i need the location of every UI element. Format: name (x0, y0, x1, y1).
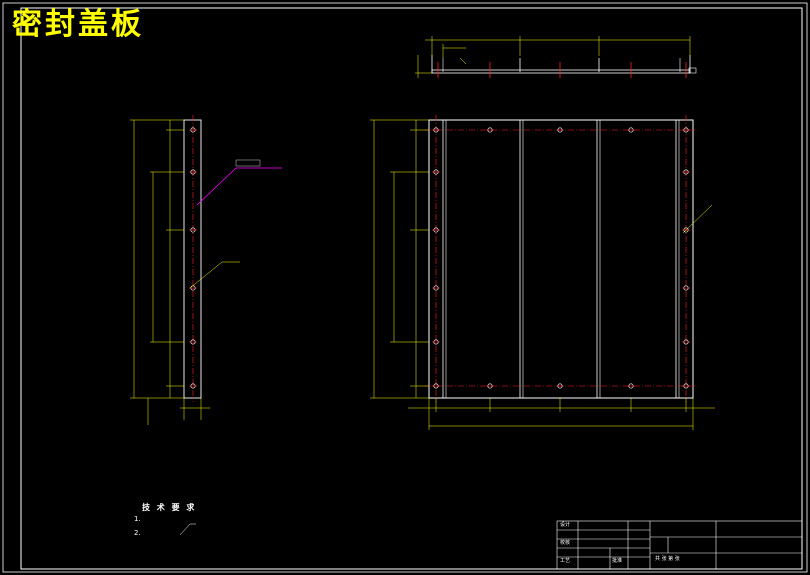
title-block-checker-label: 校核 (560, 540, 571, 546)
title-block-craft-label: 工艺 (560, 558, 571, 564)
title-block (556, 520, 803, 570)
top-section-view (415, 36, 697, 78)
main-front-view (370, 115, 715, 430)
title-block-approve-label: 批准 (612, 558, 623, 564)
tech-req-item-1: 1. (134, 515, 141, 523)
technical-requirements: 技 术 要 求 1. 2. (134, 503, 194, 544)
drawing-title: 密封盖板 (12, 7, 144, 42)
title-block-sheet-label: 共 张 第 张 (655, 556, 680, 562)
technical-requirements-heading: 技 术 要 求 (142, 503, 197, 512)
tech-req-item-2: 2. (134, 529, 141, 538)
title-block-designer-label: 设计 (560, 522, 571, 528)
left-side-view (130, 115, 282, 425)
drawing-frame (20, 7, 803, 570)
